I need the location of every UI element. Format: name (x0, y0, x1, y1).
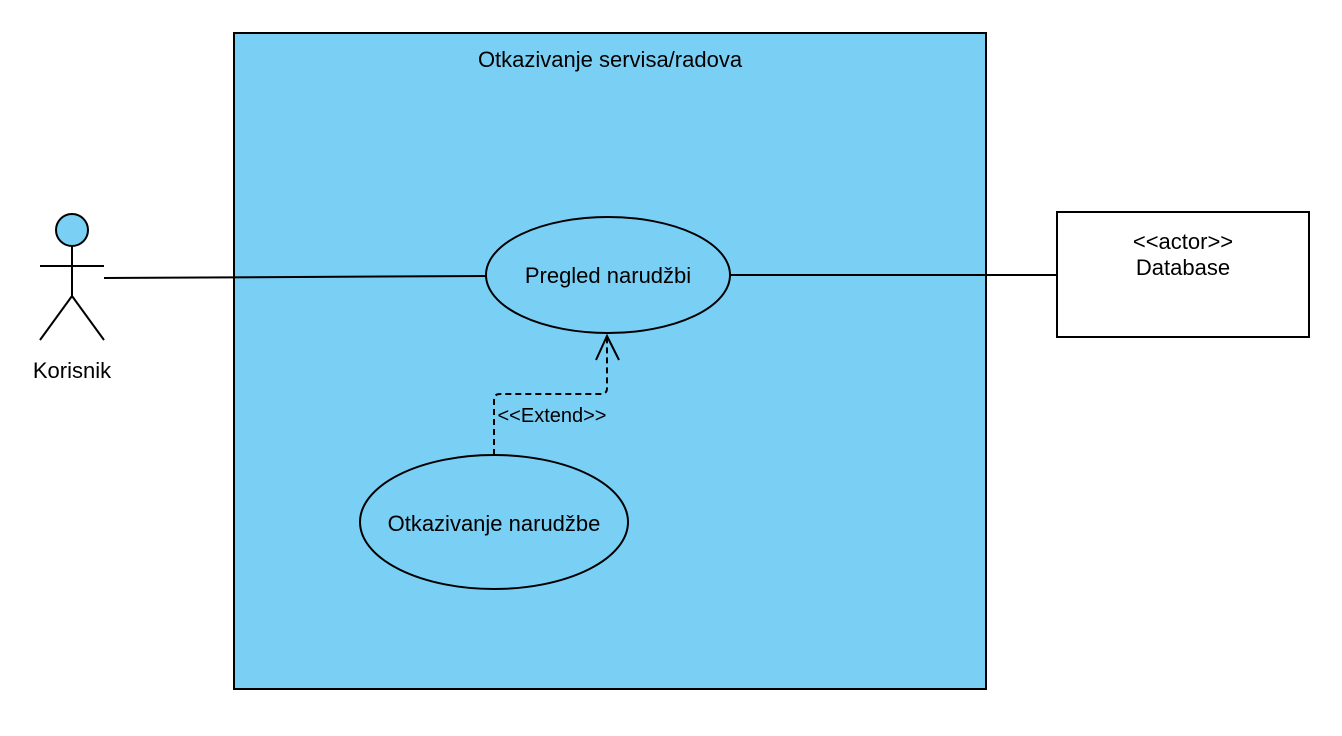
extend-dependency-line[interactable] (493, 338, 608, 455)
actor-left-leg (39, 295, 73, 341)
database-name: Database (1135, 255, 1231, 280)
actor-right-leg (71, 295, 105, 341)
actor-database-box[interactable] (1056, 211, 1310, 338)
actor-name-korisnik: Korisnik (32, 358, 112, 383)
actor-head-icon (55, 213, 89, 247)
association-user-to-pregled[interactable] (103, 275, 487, 279)
database-box-text: <<actor>> Database (1057, 229, 1309, 281)
database-stereotype: <<actor>> (1132, 229, 1234, 254)
use-case-label-pregled: Pregled narudžbi (524, 263, 692, 288)
use-case-pregled-narudzbi[interactable] (485, 216, 731, 334)
extend-arrowhead-icon (595, 333, 620, 361)
system-boundary[interactable] (233, 32, 987, 690)
use-case-label-otkazivanje: Otkazivanje narudžbe (387, 511, 601, 536)
extend-label: <<Extend>> (497, 405, 607, 427)
system-title: Otkazivanje servisa/radova (477, 47, 743, 72)
actor-korisnik-figure[interactable] (39, 213, 105, 341)
